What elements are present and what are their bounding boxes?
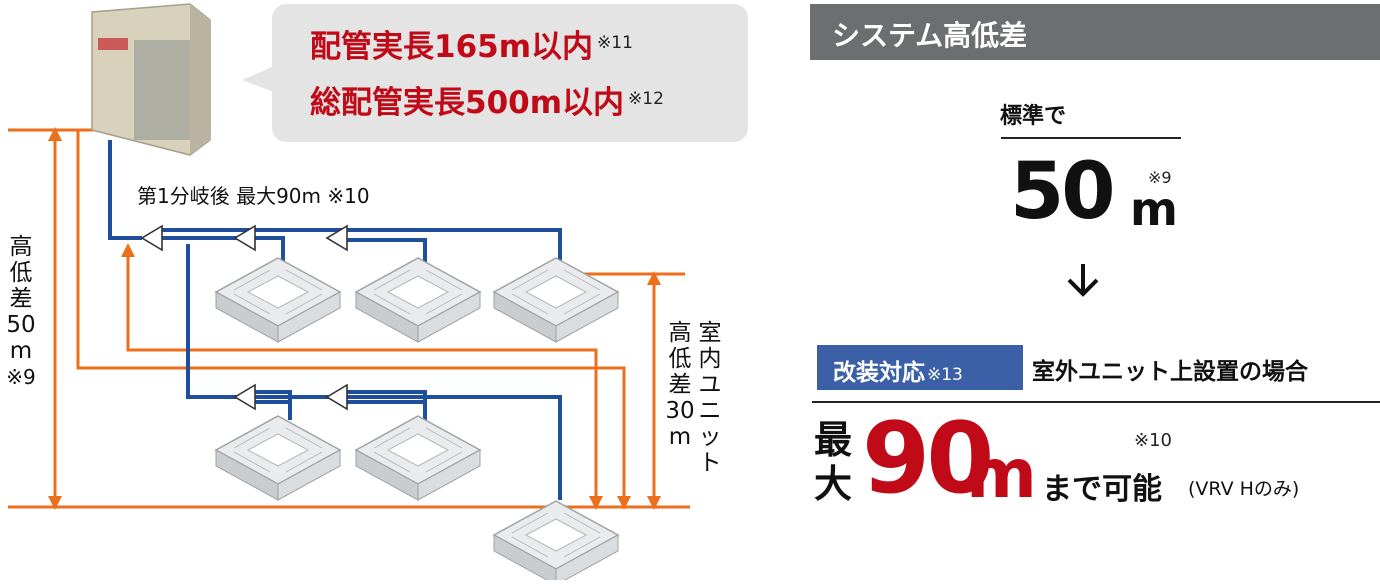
pipe-length-line1: 配管実長165m以内※11	[310, 30, 633, 64]
piping-svg	[8, 3, 690, 584]
pipe-length-note1: ※11	[597, 33, 633, 53]
possible-text: まで可能	[1042, 472, 1162, 507]
piping-diagram: 配管実長165m以内※11 総配管実長500m以内※12 第1分岐後 最大90m…	[6, 3, 748, 584]
system-height-header: システム高低差	[810, 4, 1380, 60]
renovation-badge: 改装対応※13	[817, 345, 1023, 390]
standard-note: ※9	[1148, 168, 1172, 187]
vrv-h-only-note: (VRV Hのみ)	[1188, 478, 1300, 500]
refrigerant-piping	[108, 140, 562, 500]
branch-joint-1	[141, 225, 163, 251]
path-arrow-inner	[121, 243, 603, 510]
max-unit: m	[966, 435, 1037, 514]
bubble-tail	[242, 66, 274, 92]
standard-divider	[1001, 137, 1181, 139]
indoor-unit-5	[355, 415, 481, 501]
branch-max-label: 第1分岐後 最大90m ※10	[137, 184, 370, 208]
standard-label: 標準で	[1000, 104, 1067, 129]
indoor-unit-4	[215, 415, 341, 501]
pipe-length-callout: 配管実長165m以内※11 総配管実長500m以内※12	[272, 4, 748, 142]
branch-joint-4	[234, 384, 256, 410]
pipe-length-line2: 総配管実長500m以内※12	[310, 86, 664, 120]
indoor-unit-3	[493, 257, 619, 343]
case-divider	[812, 401, 1380, 403]
indoor-unit-2	[355, 257, 481, 343]
pipe-length-note2: ※12	[628, 89, 664, 109]
height-30m-label: 高 低 差 30 m	[665, 320, 695, 450]
max-label: 最 大	[813, 418, 852, 506]
installation-case-text: 室外ユニット上設置の場合	[1032, 359, 1308, 385]
system-height-title: システム高低差	[832, 19, 1028, 52]
indoor-unit-1	[215, 257, 341, 343]
max-note: ※10	[1134, 430, 1172, 451]
renovation-badge-label: 改装対応※13	[833, 360, 963, 386]
height-50m-label: 高 低 差 50 m ※9	[6, 234, 36, 389]
pipe-length-text1: 配管実長165m以内	[310, 29, 594, 65]
down-arrow-icon	[1067, 264, 1099, 297]
branch-joint-5	[326, 384, 348, 410]
standard-value: 50	[1010, 147, 1116, 237]
outdoor-unit	[91, 3, 211, 156]
pipe-length-text2: 総配管実長500m以内	[310, 85, 625, 121]
indoor-unit-vertical-label: 室 内 ユ ニ ッ ト	[698, 320, 722, 476]
max-value: 90	[862, 402, 994, 516]
standard-unit: m	[1130, 182, 1178, 236]
indoor-unit-6	[493, 500, 619, 584]
